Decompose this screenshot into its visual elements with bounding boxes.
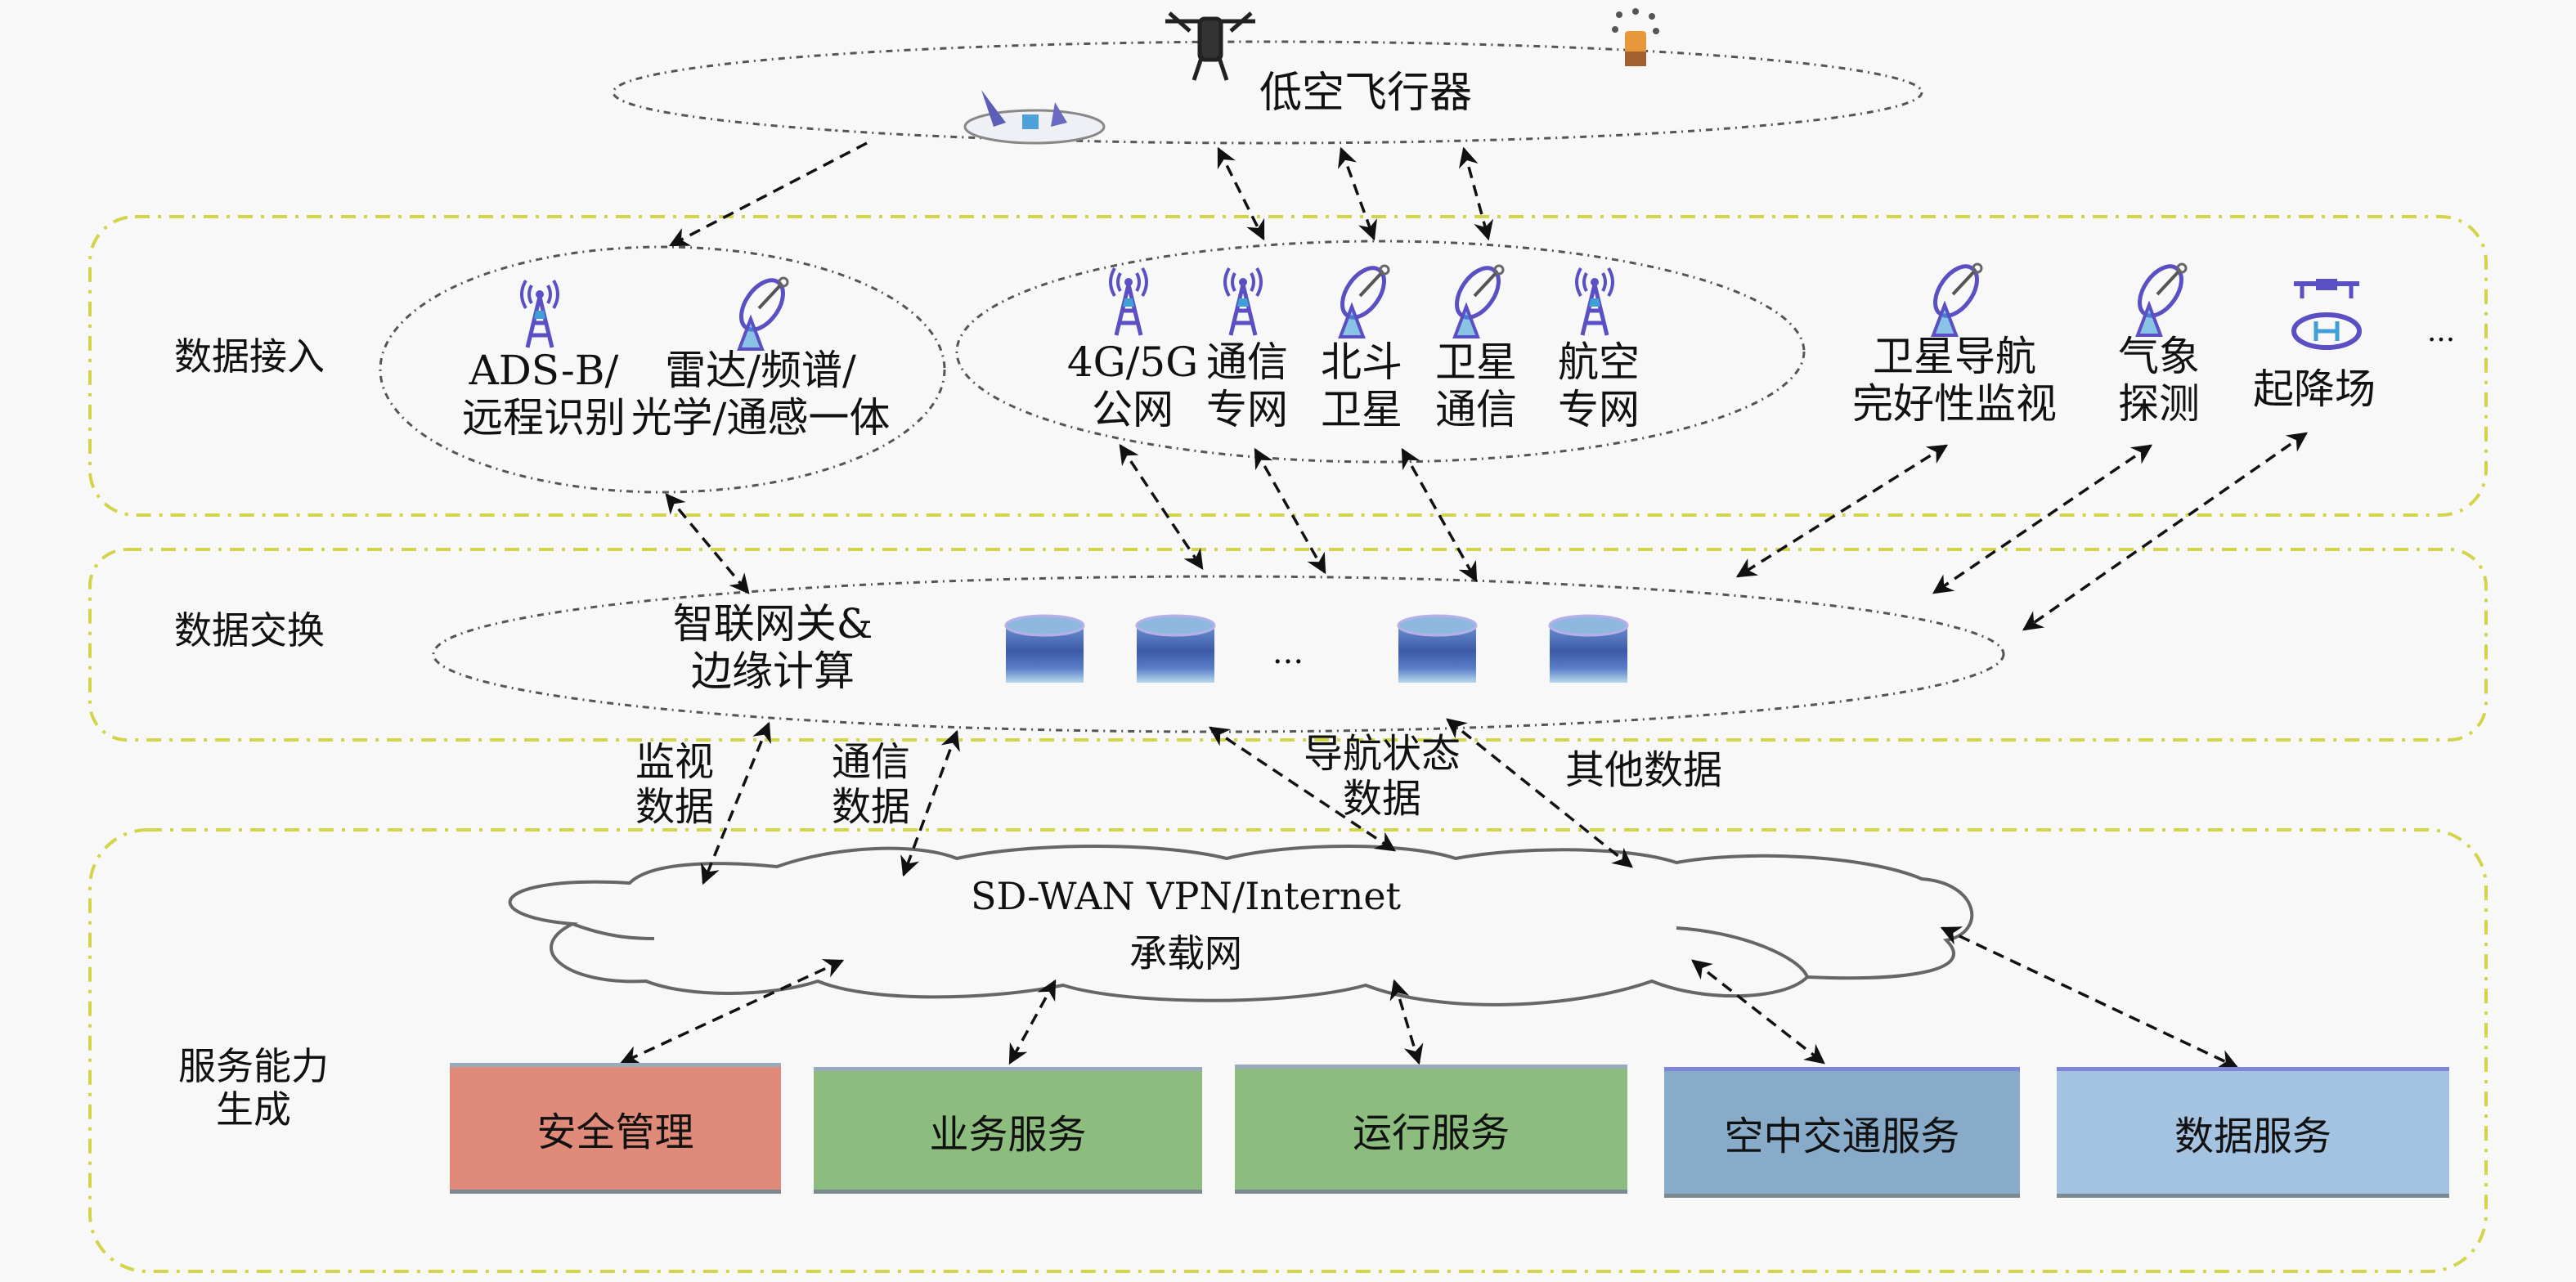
aircraft-label: 低空飞行器 (1259, 69, 1472, 118)
access-node-label: 4G/5G 公网 (1066, 338, 1199, 433)
satellite-dish-icon (2126, 260, 2192, 341)
service-box: 数据服务 (2057, 1067, 2449, 1198)
arrow-aircraft-to-surveillance (668, 141, 868, 247)
service-label: 安全管理 (536, 1109, 694, 1155)
aircraft-ellipse (612, 40, 1923, 145)
arrow-aircraft-network-3 (1458, 146, 1494, 241)
network-label-line1: SD-WAN VPN/Internet (970, 874, 1402, 918)
access-node-label: 卫星导航 完好性监视 (1852, 333, 2057, 428)
database-ellipsis: ... (1272, 634, 1304, 671)
access-node-label: 通信 专网 (1206, 338, 1288, 433)
antenna-tower-icon (1566, 262, 1623, 343)
arrow-aircraft-network-1 (1217, 146, 1265, 241)
network-cloud (508, 845, 1974, 1006)
cloud-inner-curve-left (572, 922, 655, 940)
radar-dish-icon (728, 274, 793, 355)
antenna-tower-icon (1214, 262, 1272, 343)
antenna-tower-icon (1100, 262, 1157, 343)
arrow-integrity-to-gateway (1735, 444, 1949, 578)
satellite-dish-icon (1922, 260, 1987, 341)
service-label: 运行服务 (1352, 1110, 1510, 1156)
access-node-label: 航空 专网 (1558, 338, 1640, 433)
access-node-label: 卫星 通信 (1435, 338, 1517, 433)
access-node-label: 气象 探测 (2118, 333, 2200, 428)
swarm-drone-icon (1612, 8, 1659, 66)
arrow-cloud-to-operation (1389, 979, 1424, 1065)
satellite-dish-icon (1443, 262, 1509, 343)
arrow-vertiport-to-gateway (2022, 432, 2309, 631)
access-node-label: 雷达/频谱/ 光学/通感一体 (631, 347, 891, 442)
layer-label-service: 服务能力生成 (155, 1002, 352, 1132)
database-icon (1397, 614, 1478, 683)
service-box: 业务服务 (814, 1067, 1202, 1194)
flow-label-other: 其他数据 (1564, 747, 1722, 793)
cloud-inner-curve-right (1676, 926, 1809, 978)
access-node-label: ADS-B/ 远程识别 (462, 347, 626, 442)
arrow-aircraft-network-2 (1338, 146, 1377, 241)
arrow-4g-to-gateway (1119, 443, 1204, 571)
satellite-dish-icon (1329, 262, 1394, 343)
vertiport-icon (2282, 266, 2372, 359)
database-icon (1548, 614, 1629, 683)
arrow-cloud-to-data-service (1940, 926, 2239, 1069)
access-more-ellipsis: ... (2426, 315, 2456, 348)
network-label-line2: 承载网 (1129, 931, 1242, 975)
database-icon (1004, 614, 1085, 683)
layer-label-service-text: 服务能力生成 (178, 1043, 329, 1132)
arrow-surveillance-to-gateway (665, 493, 750, 594)
evtol-aircraft-icon (963, 90, 1106, 145)
service-box: 空中交通服务 (1664, 1067, 2020, 1198)
surveillance-ellipse (379, 245, 946, 494)
arrow-cloud-to-atm (1691, 959, 1825, 1065)
arrow-weather-to-gateway (1932, 444, 2153, 594)
arrow-private-to-gateway (1254, 447, 1326, 575)
gateway-label: 智联网关& 边缘计算 (672, 600, 873, 695)
arrow-cloud-to-business (1008, 979, 1057, 1065)
database-icon (1135, 614, 1216, 683)
access-node-label: 北斗 卫星 (1321, 338, 1402, 433)
service-label: 空中交通服务 (1724, 1114, 1960, 1159)
service-box: 安全管理 (450, 1063, 781, 1194)
arrow-cloud-to-security (619, 959, 845, 1065)
flow-label-navigation: 导航状态 数据 (1303, 731, 1461, 823)
flow-label-surveillance: 监视 数据 (635, 739, 714, 831)
service-label: 业务服务 (929, 1111, 1087, 1158)
arrow-beidou-to-gateway (1401, 447, 1478, 583)
antenna-tower-icon (511, 274, 568, 355)
layer-box-access (88, 215, 2488, 517)
arrow-surveillance-data (701, 721, 771, 885)
flow-label-communication: 通信 数据 (831, 739, 910, 831)
service-label: 数据服务 (2174, 1114, 2331, 1159)
network-ellipse (955, 240, 1806, 464)
layer-label-exchange: 数据交换 (174, 608, 325, 652)
arrow-communication-data (900, 729, 960, 877)
multirotor-drone-icon (1165, 11, 1255, 81)
service-box: 运行服务 (1235, 1065, 1627, 1194)
access-node-label: 起降场 (2253, 365, 2376, 413)
layer-label-access: 数据接入 (174, 334, 325, 379)
arrow-other-data (1446, 718, 1633, 868)
